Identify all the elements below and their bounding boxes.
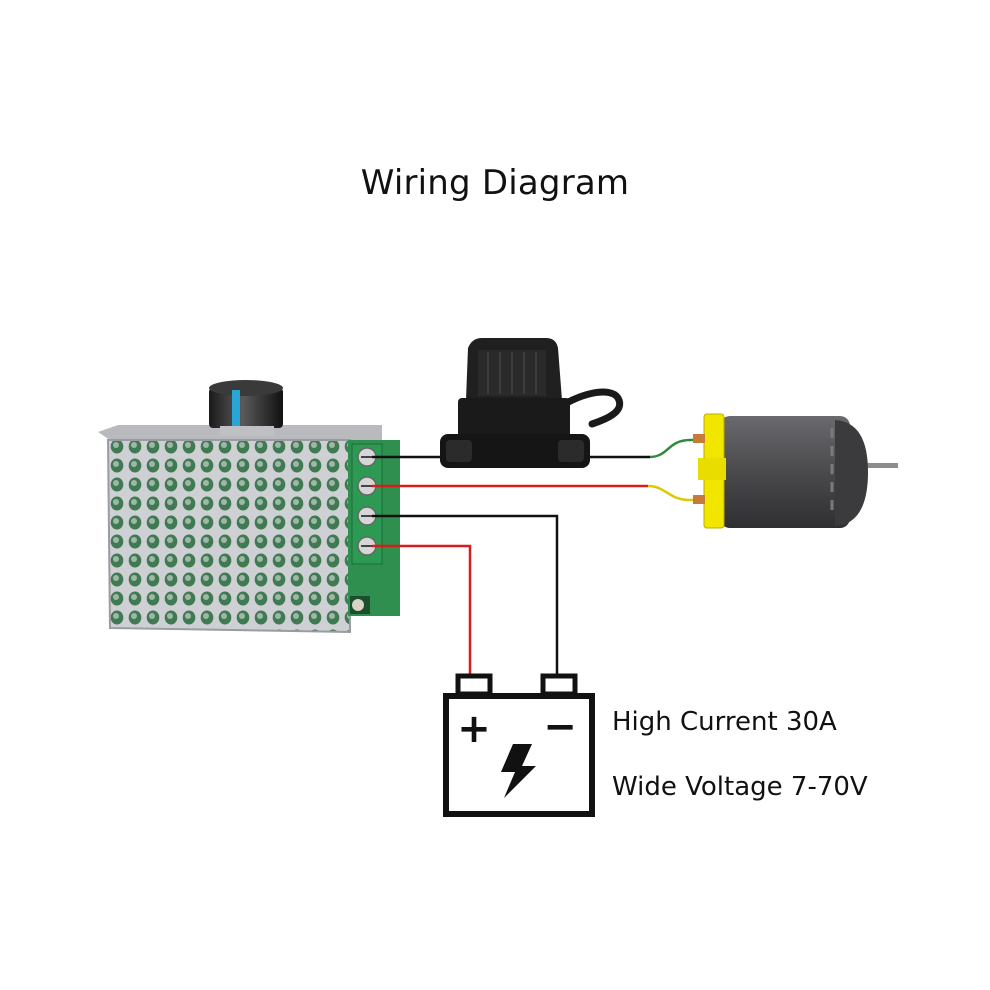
lightning-bolt-icon: [501, 744, 536, 798]
battery-note-current: High Current 30A: [612, 707, 837, 737]
terminal-block: [351, 443, 383, 565]
wires: [372, 438, 702, 676]
speed-knob-icon: [209, 380, 283, 436]
speed-controller-module: [98, 380, 400, 634]
battery-icon: + −: [443, 673, 595, 817]
battery-plus-sign: +: [457, 706, 491, 752]
wire-battery-positive: [372, 544, 472, 676]
battery-minus-sign: −: [543, 704, 577, 750]
diagram-title: Wiring Diagram: [360, 163, 630, 203]
dc-motor-icon: [693, 413, 898, 529]
battery-note-voltage: Wide Voltage 7-70V: [612, 772, 868, 802]
wire-motor-yellow: [647, 484, 702, 502]
wire-battery-negative: [372, 514, 559, 676]
wire-motor-green: [649, 438, 702, 459]
fuse-holder-icon: [440, 338, 624, 468]
